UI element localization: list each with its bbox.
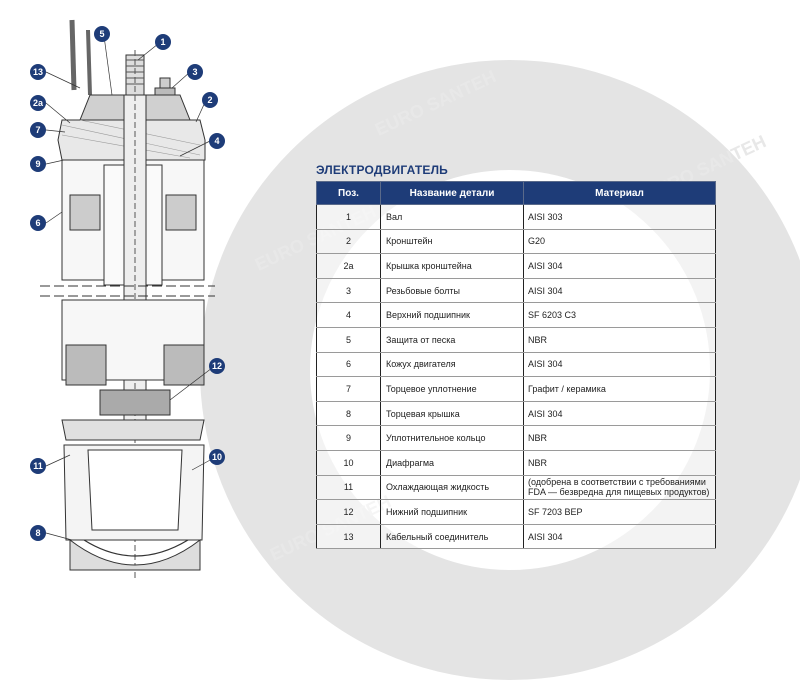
- section-title: ЭЛЕКТРОДВИГАТЕЛЬ: [316, 163, 449, 177]
- callout-2: 2: [202, 92, 218, 108]
- svg-text:6: 6: [35, 218, 40, 228]
- callout-7: 7: [30, 122, 46, 138]
- column-header-position: Поз.: [316, 181, 381, 205]
- svg-text:8: 8: [35, 528, 40, 538]
- callout-1: 1: [155, 34, 171, 50]
- cell-position: 6: [316, 352, 381, 378]
- cell-material: NBR: [523, 425, 716, 451]
- callout-9: 9: [30, 156, 46, 172]
- cell-part-name: Кожух двигателя: [380, 352, 524, 378]
- cell-position: 8: [316, 401, 381, 427]
- cell-material: AISI 304: [523, 524, 716, 550]
- table-header-row: Поз. Название детали Материал: [316, 181, 716, 205]
- cell-material: G20: [523, 229, 716, 255]
- cell-part-name: Защита от песка: [380, 327, 524, 353]
- cell-part-name: Уплотнительное кольцо: [380, 425, 524, 451]
- callout-8: 8: [30, 525, 46, 541]
- cell-position: 2: [316, 229, 381, 255]
- cell-material: AISI 304: [523, 253, 716, 279]
- callout-2a: 2a: [30, 95, 46, 111]
- cell-material: AISI 303: [523, 204, 716, 230]
- motor-cross-section-diagram: 1 5 3 2 4 13 2a 7 9 6 12 11 10 8: [30, 19, 225, 580]
- callout-12: 12: [209, 358, 225, 374]
- cell-part-name: Крышка кронштейна: [380, 253, 524, 279]
- cell-material: AISI 304: [523, 278, 716, 304]
- cell-part-name: Диафрагма: [380, 450, 524, 476]
- svg-text:11: 11: [33, 461, 43, 471]
- cell-material: Графит / керамика: [523, 376, 716, 402]
- cell-material: NBR: [523, 450, 716, 476]
- cell-position: 11: [316, 475, 381, 501]
- column-header-part-name: Название детали: [380, 181, 524, 205]
- svg-text:13: 13: [33, 67, 43, 77]
- cell-position: 4: [316, 302, 381, 328]
- svg-text:2a: 2a: [33, 98, 44, 108]
- cell-part-name: Верхний подшипник: [380, 302, 524, 328]
- cell-material: SF 7203 BEP: [523, 499, 716, 525]
- cell-part-name: Вал: [380, 204, 524, 230]
- svg-text:3: 3: [192, 67, 197, 77]
- cell-position: 12: [316, 499, 381, 525]
- cell-material: AISI 304: [523, 352, 716, 378]
- cell-part-name: Резьбовые болты: [380, 278, 524, 304]
- svg-text:1: 1: [160, 37, 165, 47]
- cell-position: 10: [316, 450, 381, 476]
- cell-material: SF 6203 C3: [523, 302, 716, 328]
- callout-11: 11: [30, 458, 46, 474]
- cell-position: 7: [316, 376, 381, 402]
- cell-position: 3: [316, 278, 381, 304]
- cell-part-name: Кронштейн: [380, 229, 524, 255]
- cell-position: 2a: [316, 253, 381, 279]
- callout-10: 10: [209, 449, 225, 465]
- svg-text:2: 2: [207, 95, 212, 105]
- svg-text:12: 12: [212, 361, 222, 371]
- cell-part-name: Нижний подшипник: [380, 499, 524, 525]
- callout-6: 6: [30, 215, 46, 231]
- svg-text:10: 10: [212, 452, 222, 462]
- svg-text:4: 4: [214, 136, 219, 146]
- callout-4: 4: [209, 133, 225, 149]
- callout-13: 13: [30, 64, 46, 80]
- column-header-material: Материал: [523, 181, 716, 205]
- cell-position: 9: [316, 425, 381, 451]
- cell-part-name: Торцевая крышка: [380, 401, 524, 427]
- callout-3: 3: [187, 64, 203, 80]
- cell-part-name: Торцевое уплотнение: [380, 376, 524, 402]
- cell-material: AISI 304: [523, 401, 716, 427]
- cell-position: 13: [316, 524, 381, 550]
- cell-position: 5: [316, 327, 381, 353]
- svg-text:7: 7: [35, 125, 40, 135]
- cell-material: (одобрена в соответствии с требованиями …: [523, 475, 716, 501]
- cell-part-name: Охлаждающая жидкость: [380, 475, 524, 501]
- cell-part-name: Кабельный соединитель: [380, 524, 524, 550]
- callout-5: 5: [94, 26, 110, 42]
- cell-material: NBR: [523, 327, 716, 353]
- svg-text:9: 9: [35, 159, 40, 169]
- svg-text:5: 5: [99, 29, 104, 39]
- cell-position: 1: [316, 204, 381, 230]
